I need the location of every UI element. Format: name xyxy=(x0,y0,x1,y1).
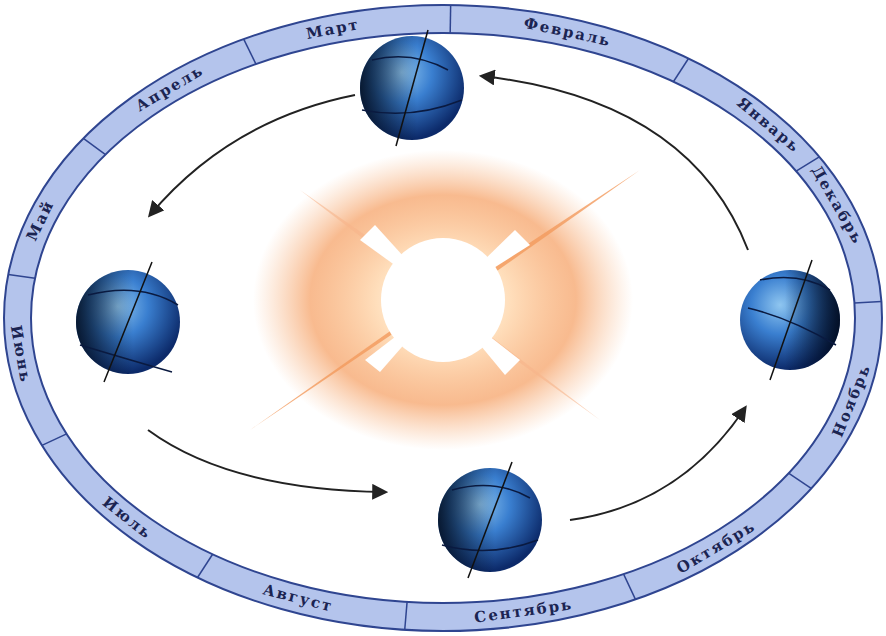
ring-divider xyxy=(673,59,688,82)
earth-september xyxy=(438,462,542,578)
ring-divider xyxy=(449,5,451,33)
earth-june xyxy=(76,262,180,382)
ring-divider xyxy=(854,302,881,303)
earth-march xyxy=(360,30,464,146)
sun xyxy=(250,150,640,450)
ring-divider xyxy=(624,574,636,599)
ring-divider xyxy=(83,138,105,154)
ring-divider xyxy=(42,434,67,445)
ring-divider xyxy=(8,274,35,278)
ring-divider xyxy=(789,473,812,488)
ring-divider xyxy=(244,39,256,64)
ring-divider xyxy=(405,602,407,630)
ring-divider xyxy=(198,554,213,577)
earth-december xyxy=(740,260,840,380)
